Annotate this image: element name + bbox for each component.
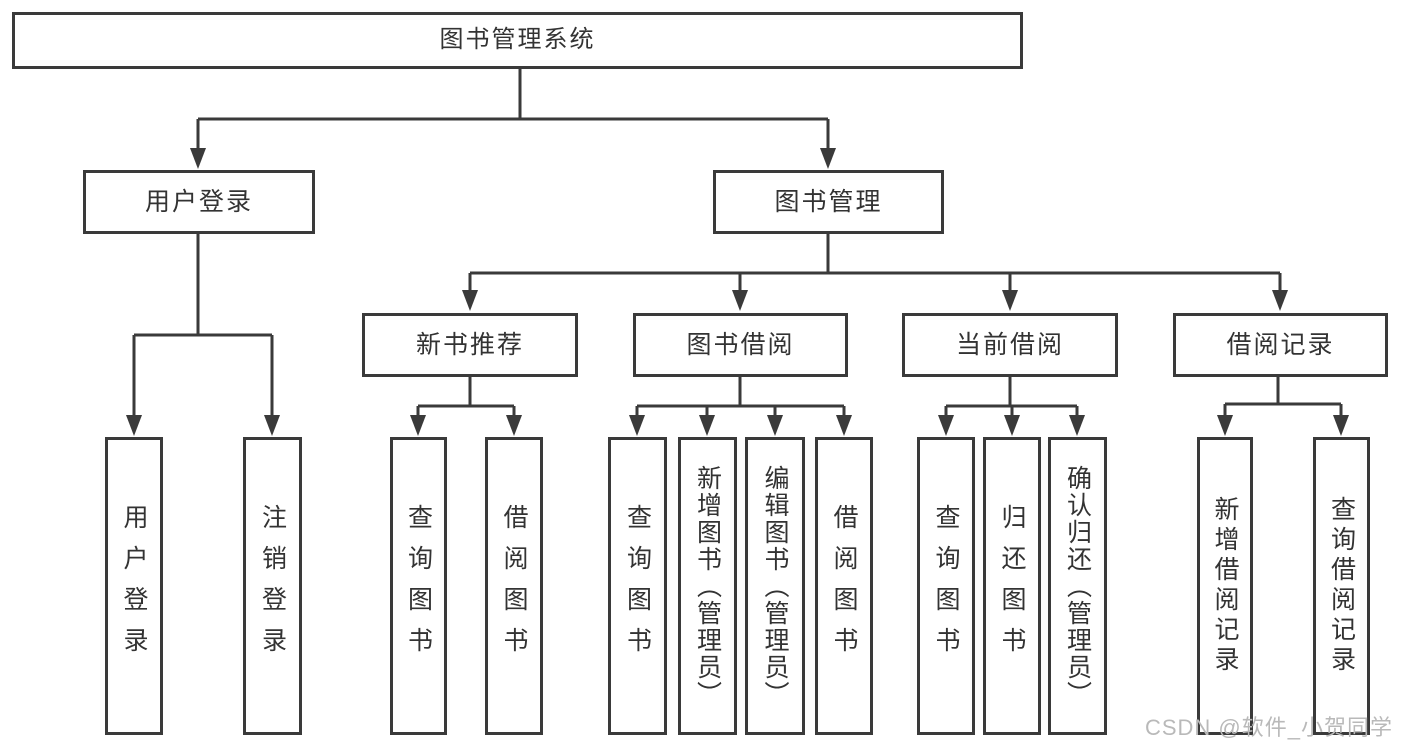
leaf-confirm-return-admin-label: 确认归还（管理员） (1063, 464, 1092, 708)
leaf-user-login: 用户登录 (105, 437, 163, 735)
leaf-borrow-book-label: 借阅图书 (830, 504, 858, 668)
leaf-query-book-current-label: 查询图书 (932, 504, 960, 668)
node-new-book-recommend-label: 新书推荐 (415, 331, 524, 359)
leaf-edit-book-admin-label: 编辑图书（管理员） (761, 464, 789, 708)
node-root-system: 图书管理系统 (12, 12, 1023, 69)
tree-edges (132, 68, 1343, 425)
leaf-borrow-book-recommend-label: 借阅图书 (500, 504, 528, 668)
node-borrow-record-label: 借阅记录 (1226, 331, 1335, 359)
node-user-login-module: 用户登录 (83, 170, 315, 234)
arrowheads (126, 148, 1349, 436)
leaf-query-book-recommend: 查询图书 (390, 437, 447, 735)
node-root-label: 图书管理系统 (439, 26, 596, 54)
leaf-query-book-recommend-label: 查询图书 (404, 504, 433, 668)
leaf-return-book: 归还图书 (983, 437, 1041, 735)
leaf-add-borrow-record-label: 新增借阅记录 (1211, 496, 1239, 676)
leaf-borrow-book-recommend: 借阅图书 (485, 437, 543, 735)
node-book-borrow: 图书借阅 (633, 313, 848, 377)
node-new-book-recommend: 新书推荐 (362, 313, 578, 377)
leaf-logout-label: 注销登录 (258, 504, 287, 668)
leaf-edit-book-admin: 编辑图书（管理员） (745, 437, 805, 735)
node-book-management-module: 图书管理 (713, 170, 944, 234)
leaf-add-borrow-record: 新增借阅记录 (1197, 437, 1253, 735)
leaf-user-login-label: 用户登录 (120, 504, 148, 668)
leaf-add-book-admin: 新增图书（管理员） (678, 437, 737, 735)
leaf-query-book-borrow: 查询图书 (608, 437, 667, 735)
node-current-borrow: 当前借阅 (902, 313, 1118, 377)
node-current-borrow-label: 当前借阅 (955, 331, 1064, 359)
leaf-query-borrow-record: 查询借阅记录 (1313, 437, 1370, 735)
leaf-query-book-borrow-label: 查询图书 (623, 504, 652, 668)
node-book-management-label: 图书管理 (774, 188, 883, 216)
node-user-login-label: 用户登录 (144, 188, 253, 216)
node-borrow-record: 借阅记录 (1173, 313, 1388, 377)
leaf-query-book-current: 查询图书 (917, 437, 975, 735)
leaf-query-borrow-record-label: 查询借阅记录 (1327, 496, 1356, 676)
csdn-watermark: CSDN @软件_小贺同学 (1144, 715, 1393, 740)
leaf-borrow-book: 借阅图书 (815, 437, 873, 735)
leaf-return-book-label: 归还图书 (998, 504, 1026, 668)
leaf-add-book-admin-label: 新增图书（管理员） (693, 464, 722, 708)
leaf-logout: 注销登录 (243, 437, 302, 735)
leaf-confirm-return-admin: 确认归还（管理员） (1048, 437, 1107, 735)
node-book-borrow-label: 图书借阅 (686, 331, 795, 359)
